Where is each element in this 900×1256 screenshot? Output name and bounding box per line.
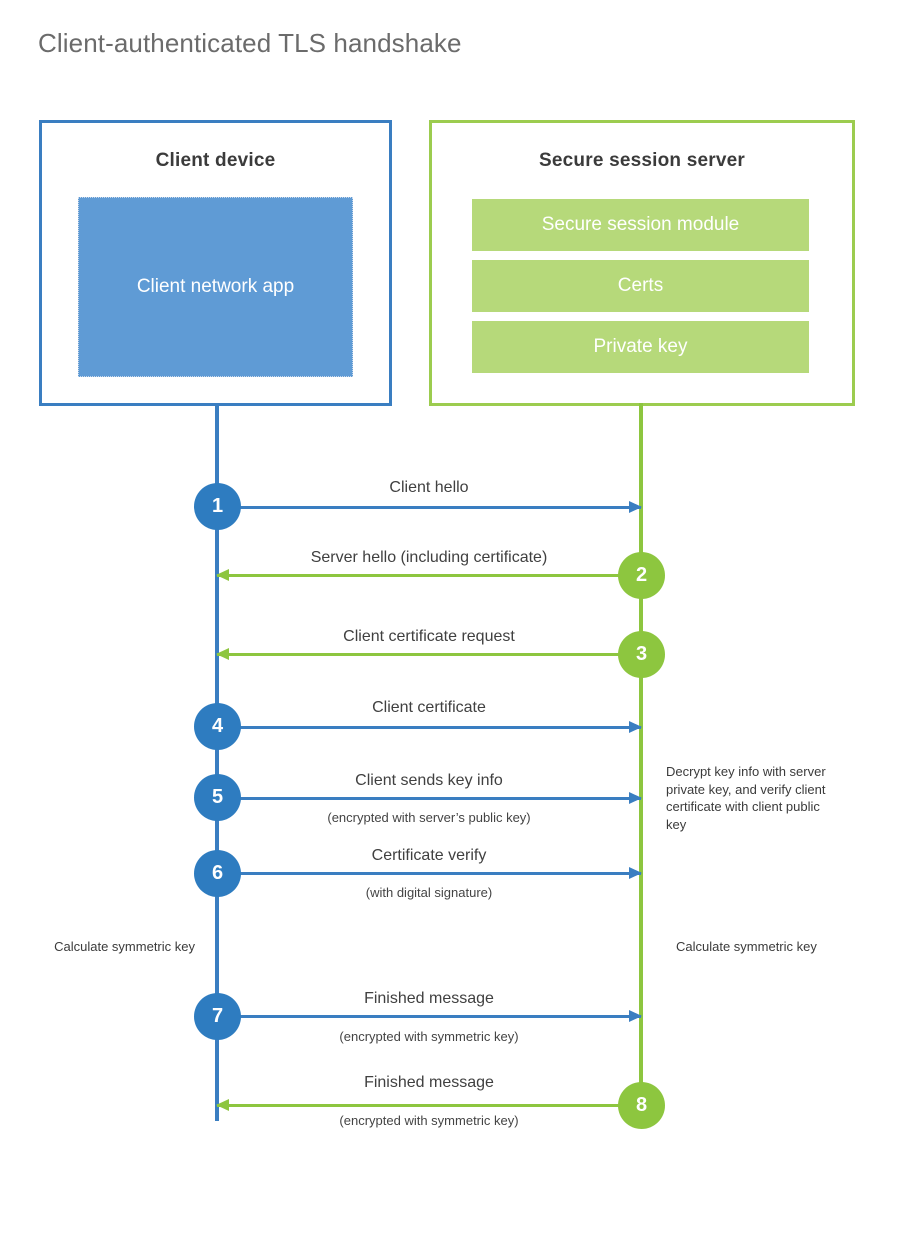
secure-session-server-box: Secure session server Secure session mod… [429,120,855,406]
message-label-step-3: Client certificate request [343,628,515,645]
step-circle-3[interactable]: 3 [618,631,665,678]
server-lifeline [639,403,643,1106]
arrow-head-right-icon [629,792,642,804]
message-sublabel-step-5: (encrypted with server’s public key) [327,810,531,825]
arrow-step-1 [217,501,642,513]
message-sublabel-step-8: (encrypted with symmetric key) [339,1113,519,1128]
message-sublabel-step-6: (with digital signature) [365,885,493,900]
arrow-step-6 [217,867,642,879]
message-label-step-2: Server hello (including certificate) [310,549,548,566]
arrow-head-left-icon [216,1099,229,1111]
step-circle-5[interactable]: 5 [194,774,241,821]
message-sublabel-step-7: (encrypted with symmetric key) [339,1029,519,1044]
arrow-step-8 [216,1099,641,1111]
arrow-head-right-icon [629,1010,642,1022]
client-lifeline [215,403,219,1121]
arrow-head-right-icon [629,867,642,879]
arrow-step-7 [217,1010,642,1022]
server-component-private-key: Private key [472,321,809,373]
arrow-head-left-icon [216,569,229,581]
arrow-head-right-icon [629,501,642,513]
note-client-calculate-symmetric-key: Calculate symmetric key [54,939,195,954]
arrow-head-right-icon [629,721,642,733]
arrow-step-3 [216,648,641,660]
arrow-step-2 [216,569,641,581]
arrow-step-4 [217,721,642,733]
server-component-certs: Certs [472,260,809,312]
note-server-calculate-symmetric-key: Calculate symmetric key [676,939,817,954]
arrow-head-left-icon [216,648,229,660]
message-label-step-7: Finished message [364,990,494,1007]
step-circle-1[interactable]: 1 [194,483,241,530]
message-label-step-6: Certificate verify [371,847,487,864]
message-label-step-8: Finished message [364,1074,494,1091]
server-component-secure-session-module: Secure session module [472,199,809,251]
step-circle-6[interactable]: 6 [194,850,241,897]
step-circle-8[interactable]: 8 [618,1082,665,1129]
server-components-list: Secure session module Certs Private key [472,199,809,373]
client-device-title: Client device [155,150,276,171]
page-title: Client-authenticated TLS handshake [38,28,462,58]
client-network-app-block: Client network app [78,197,353,377]
message-label-step-5: Client sends key info [355,772,503,789]
step-circle-7[interactable]: 7 [194,993,241,1040]
arrow-step-5 [217,792,642,804]
note-server-decrypt-verify: Decrypt key info with server private key… [666,764,826,832]
step-circle-4[interactable]: 4 [194,703,241,750]
client-device-box: Client device Client network app [39,120,392,406]
message-label-step-4: Client certificate [372,699,486,716]
step-circle-2[interactable]: 2 [618,552,665,599]
message-label-step-1: Client hello [389,479,469,496]
secure-session-server-title: Secure session server [539,150,745,171]
